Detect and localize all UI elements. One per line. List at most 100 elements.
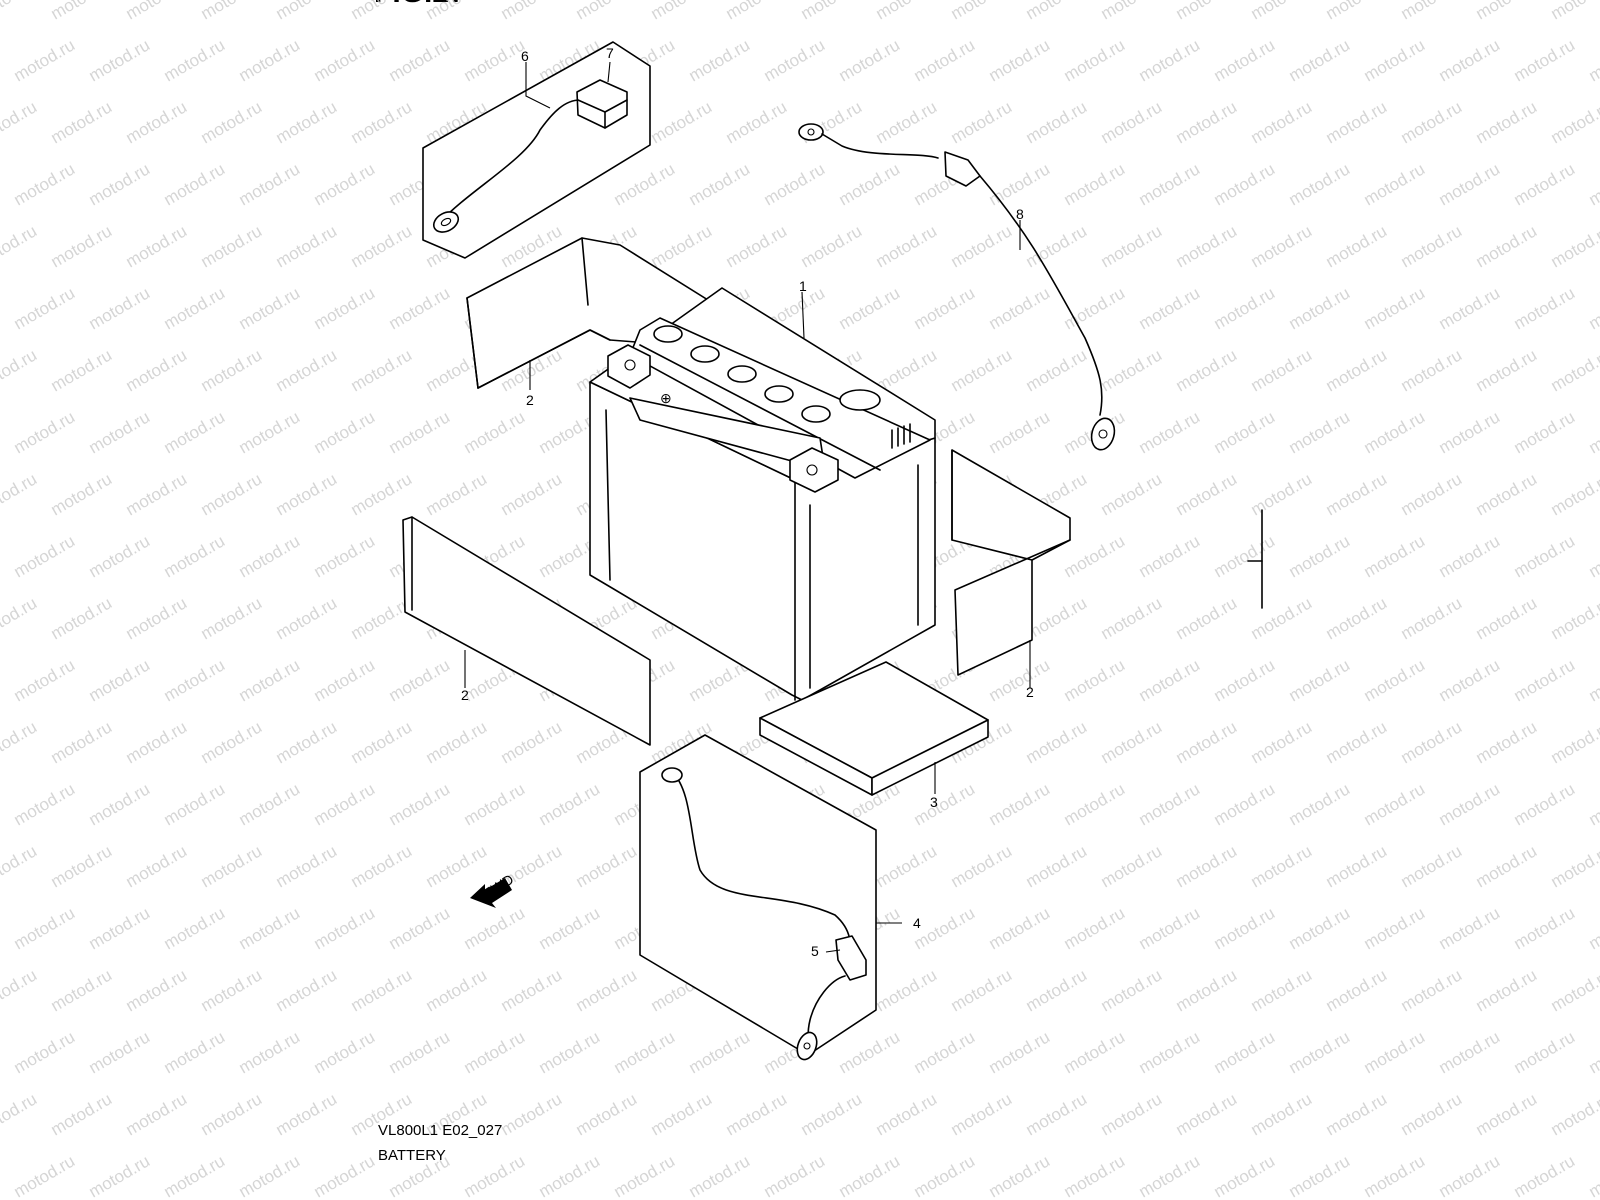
watermark-text: motod.ru xyxy=(1361,779,1429,829)
watermark-text: motod.ru xyxy=(1436,159,1504,209)
watermark-text: motod.ru xyxy=(273,841,341,891)
watermark-text: motod.ru xyxy=(873,1089,941,1139)
lead-wire-8 xyxy=(798,123,1116,451)
callout-2-right: 2 xyxy=(1026,684,1034,700)
watermark-text: motod.ru xyxy=(123,221,191,271)
watermark-text: motod.ru xyxy=(1323,1089,1391,1139)
watermark-text: motod.ru xyxy=(386,1027,454,1077)
watermark-text: motod.ru xyxy=(348,717,416,767)
watermark-text: motod.ru xyxy=(1398,469,1466,519)
watermark-text: motod.ru xyxy=(1098,97,1166,147)
watermark-text: motod.ru xyxy=(1061,903,1129,953)
watermark-text: motod.ru xyxy=(1473,469,1541,519)
watermark-text: motod.ru xyxy=(0,841,40,891)
watermark-text: motod.ru xyxy=(161,655,229,705)
watermark-text: motod.ru xyxy=(273,1089,341,1139)
watermark-text: motod.ru xyxy=(986,1027,1054,1077)
watermark-text: motod.ru xyxy=(986,655,1054,705)
watermark-text: motod.ru xyxy=(1023,965,1091,1015)
watermark-text: motod.ru xyxy=(1098,841,1166,891)
watermark-text: motod.ru xyxy=(1511,159,1579,209)
watermark-text: motod.ru xyxy=(1473,221,1541,271)
watermark-text: motod.ru xyxy=(1061,159,1129,209)
watermark-text: motod.ru xyxy=(1398,841,1466,891)
watermark-text: motod.ru xyxy=(461,903,529,953)
battery-base-pad-3 xyxy=(759,661,989,796)
watermark-text: motod.ru xyxy=(311,1027,379,1077)
watermark-text: motod.ru xyxy=(1323,0,1391,23)
watermark-text: motod.ru xyxy=(198,345,266,395)
watermark-text: motod.ru xyxy=(873,221,941,271)
positive-lead-panel xyxy=(422,41,651,259)
watermark-text: motod.ru xyxy=(48,593,116,643)
watermark-text: motod.ru xyxy=(1061,1027,1129,1077)
watermark-text: motod.ru xyxy=(311,407,379,457)
watermark-text: motod.ru xyxy=(948,841,1016,891)
watermark-text: motod.ru xyxy=(1473,717,1541,767)
watermark-text: motod.ru xyxy=(1286,903,1354,953)
watermark-text: motod.ru xyxy=(1361,655,1429,705)
watermark-text: motod.ru xyxy=(86,35,154,85)
watermark-text: motod.ru xyxy=(86,1151,154,1200)
watermark-text: motod.ru xyxy=(1323,345,1391,395)
watermark-text: motod.ru xyxy=(948,345,1016,395)
watermark-text: motod.ru xyxy=(536,903,604,953)
watermark-text: motod.ru xyxy=(986,779,1054,829)
watermark-text: motod.ru xyxy=(48,1089,116,1139)
callout-1: 1 xyxy=(799,278,807,294)
watermark-text: motod.ru xyxy=(1361,283,1429,333)
watermark-text: motod.ru xyxy=(1173,469,1241,519)
watermark-text: motod.ru xyxy=(948,97,1016,147)
watermark-text: motod.ru xyxy=(311,779,379,829)
watermark-text: motod.ru xyxy=(1211,1027,1279,1077)
watermark-text: motod.ru xyxy=(498,0,566,23)
watermark-text: motod.ru xyxy=(761,159,829,209)
watermark-text: motod.ru xyxy=(386,35,454,85)
watermark-text: motod.ru xyxy=(911,283,979,333)
watermark-text: motod.ru xyxy=(1211,159,1279,209)
watermark-text: motod.ru xyxy=(1098,469,1166,519)
watermark-text: motod.ru xyxy=(1361,1151,1429,1200)
watermark-text: motod.ru xyxy=(236,903,304,953)
negative-lead-panel xyxy=(639,734,877,1061)
watermark-text: motod.ru xyxy=(873,97,941,147)
watermark-text: motod.ru xyxy=(236,159,304,209)
watermark-text: motod.ru xyxy=(1061,779,1129,829)
watermark-text: motod.ru xyxy=(273,593,341,643)
watermark-text: motod.ru xyxy=(11,283,79,333)
figure-title: FIG.27 xyxy=(374,0,466,10)
watermark-text: motod.ru xyxy=(423,717,491,767)
watermark-text: motod.ru xyxy=(461,407,529,457)
watermark-text: motod.ru xyxy=(686,159,754,209)
watermark-text: motod.ru xyxy=(498,1089,566,1139)
watermark-text: motod.ru xyxy=(1136,1027,1204,1077)
section-name: BATTERY xyxy=(378,1147,446,1164)
registration-mark xyxy=(1247,509,1263,609)
watermark-text: motod.ru xyxy=(1286,1027,1354,1077)
watermark-text: motod.ru xyxy=(48,717,116,767)
watermark-text: motod.ru xyxy=(1098,345,1166,395)
watermark-text: motod.ru xyxy=(1061,35,1129,85)
watermark-text: motod.ru xyxy=(1286,655,1354,705)
watermark-text: motod.ru xyxy=(873,965,941,1015)
watermark-text: motod.ru xyxy=(461,1027,529,1077)
watermark-text: motod.ru xyxy=(1436,35,1504,85)
watermark-text: motod.ru xyxy=(273,345,341,395)
watermark-text: motod.ru xyxy=(1173,841,1241,891)
watermark-text: motod.ru xyxy=(1248,345,1316,395)
watermark-text: motod.ru xyxy=(723,1089,791,1139)
watermark-text: motod.ru xyxy=(836,1027,904,1077)
watermark-text: motod.ru xyxy=(1136,159,1204,209)
watermark-text: motod.ru xyxy=(1173,97,1241,147)
callout-7: 7 xyxy=(606,45,614,61)
watermark-text: motod.ru xyxy=(48,221,116,271)
callout-2-lower-left: 2 xyxy=(461,687,469,703)
watermark-text: motod.ru xyxy=(161,35,229,85)
watermark-text: motod.ru xyxy=(311,283,379,333)
watermark-text: motod.ru xyxy=(348,0,416,23)
watermark-text: motod.ru xyxy=(1173,593,1241,643)
watermark-text: motod.ru xyxy=(161,159,229,209)
watermark-text: motod.ru xyxy=(1586,531,1600,581)
callout-3: 3 xyxy=(930,794,938,810)
watermark-text: motod.ru xyxy=(1136,779,1204,829)
